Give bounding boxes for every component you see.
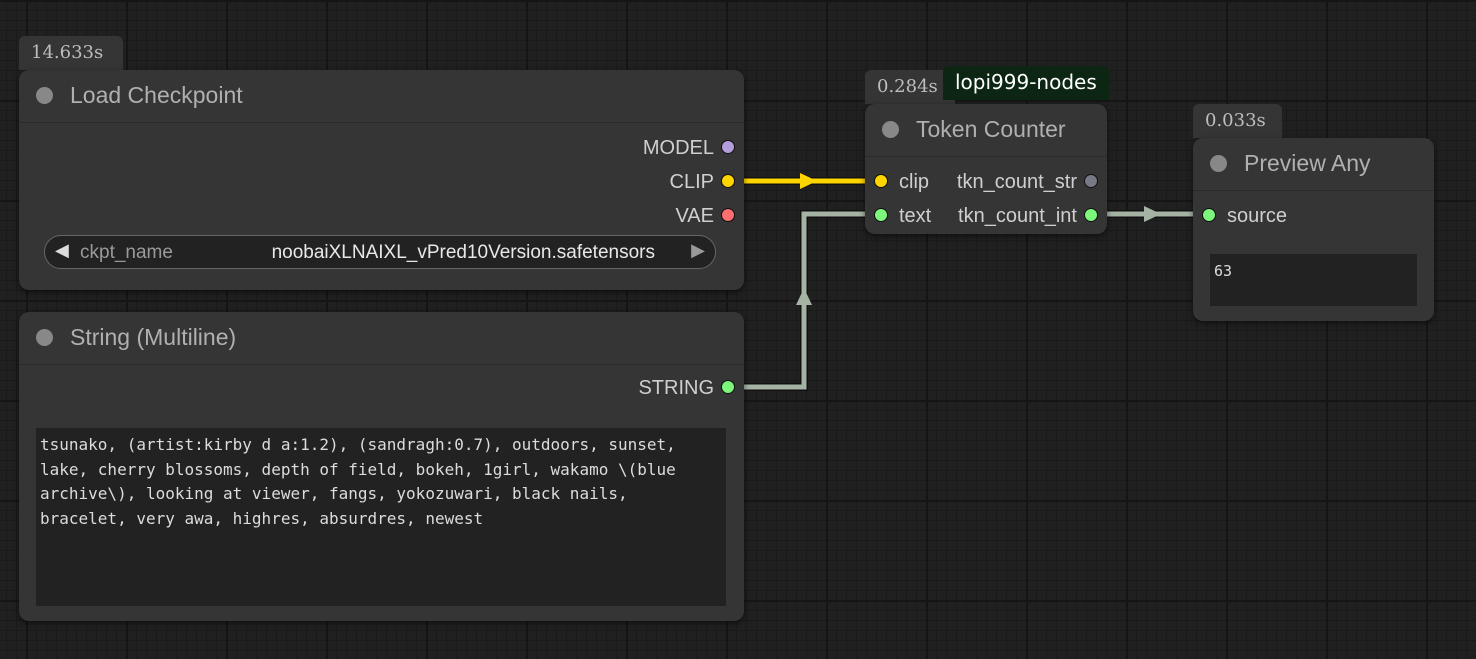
vae-socket-icon[interactable]: [721, 208, 735, 222]
link-clip-arrow: [800, 173, 817, 189]
collapse-dot-icon[interactable]: [36, 87, 53, 104]
ckpt-name-combo[interactable]: ◀ ckpt_name noobaiXLNAIXL_vPred10Version…: [44, 235, 716, 269]
multiline-text-input[interactable]: tsunako, (artist:kirby d a:1.2), (sandra…: [36, 428, 726, 606]
link-string-arrow: [796, 288, 812, 305]
node-header[interactable]: Preview Any: [1193, 138, 1434, 191]
preview-output-text[interactable]: 63: [1210, 254, 1417, 306]
node-source-badge: lopi999-nodes: [943, 66, 1109, 100]
slot-label: STRING: [638, 377, 714, 399]
slot-label: MODEL: [642, 137, 714, 159]
node-title: String (Multiline): [70, 324, 237, 350]
preview-any-timing: 0.033s: [1193, 104, 1282, 138]
slot-label: text: [899, 205, 932, 227]
node-title: Load Checkpoint: [70, 82, 243, 108]
input-slot-text[interactable]: text: [865, 203, 965, 227]
output-slot-tkn-count-str[interactable]: tkn_count_str: [947, 169, 1107, 193]
load-checkpoint-node[interactable]: Load Checkpoint MODEL CLIP VAE ◀ ckpt_na…: [19, 70, 744, 290]
slot-label: source: [1227, 205, 1288, 227]
clip-socket-icon[interactable]: [721, 174, 735, 188]
int-socket-icon[interactable]: [1084, 208, 1098, 222]
load-checkpoint-timing: 14.633s: [19, 36, 123, 70]
slot-label: clip: [899, 171, 930, 193]
node-header[interactable]: Token Counter: [865, 104, 1107, 157]
input-slot-source[interactable]: source: [1193, 203, 1323, 227]
combo-prev-icon[interactable]: ◀: [55, 240, 69, 260]
node-title: Token Counter: [916, 116, 1066, 142]
output-slot-vae[interactable]: VAE: [544, 203, 744, 227]
node-header[interactable]: Load Checkpoint: [19, 70, 744, 123]
output-slot-string[interactable]: STRING: [544, 375, 744, 399]
output-slot-clip[interactable]: CLIP: [544, 169, 744, 193]
slot-label: tkn_count_int: [958, 205, 1077, 227]
slot-label: CLIP: [669, 171, 714, 193]
string-socket-icon[interactable]: [874, 208, 888, 222]
token-counter-node[interactable]: Token Counter clip text tkn_count_str tk…: [865, 104, 1107, 234]
combo-name: ckpt_name: [80, 242, 173, 263]
slot-label: tkn_count_str: [956, 171, 1077, 193]
output-slot-tkn-count-int[interactable]: tkn_count_int: [947, 203, 1107, 227]
combo-next-icon[interactable]: ▶: [691, 240, 705, 260]
string-multiline-node[interactable]: String (Multiline) STRING tsunako, (arti…: [19, 312, 744, 621]
collapse-dot-icon[interactable]: [1210, 155, 1227, 172]
node-header[interactable]: String (Multiline): [19, 312, 744, 365]
node-title: Preview Any: [1244, 150, 1371, 176]
link-int-arrow: [1144, 206, 1161, 222]
preview-any-node[interactable]: Preview Any source 63: [1193, 138, 1434, 321]
string-socket-icon[interactable]: [721, 380, 735, 394]
input-slot-clip[interactable]: clip: [865, 169, 965, 193]
collapse-dot-icon[interactable]: [882, 121, 899, 138]
model-socket-icon[interactable]: [721, 140, 735, 154]
collapse-dot-icon[interactable]: [36, 329, 53, 346]
str-socket-icon[interactable]: [1084, 174, 1098, 188]
slot-label: VAE: [675, 205, 714, 227]
combo-value: noobaiXLNAIXL_vPred10Version.safetensors: [271, 242, 655, 263]
source-socket-icon[interactable]: [1202, 208, 1216, 222]
token-counter-timing: 0.284s: [865, 70, 955, 104]
output-slot-model[interactable]: MODEL: [544, 135, 744, 159]
clip-socket-icon[interactable]: [874, 174, 888, 188]
